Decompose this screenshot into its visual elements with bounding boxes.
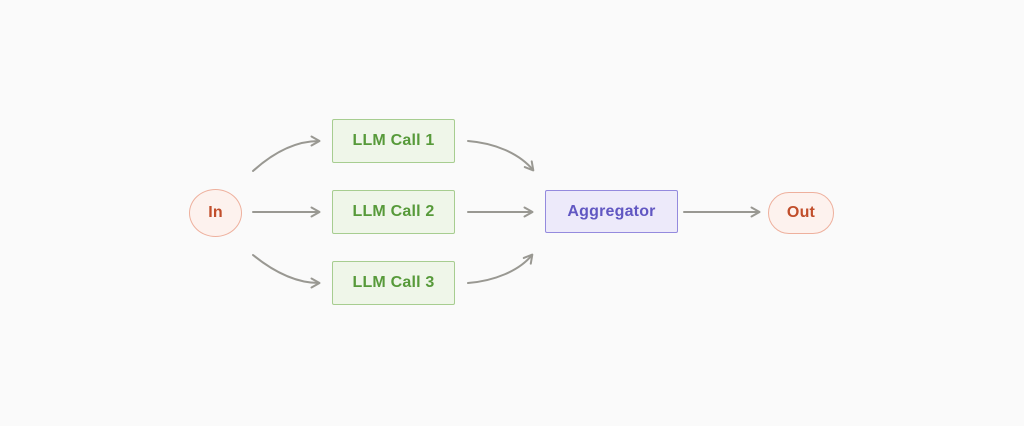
edge-llm-call-1-to-aggregator (467, 140, 535, 172)
edge-in-to-llm-call-1 (252, 135, 321, 172)
node-llm-call-3: LLM Call 3 (332, 261, 455, 305)
node-out: Out (768, 192, 834, 234)
node-llm-call-2-label: LLM Call 2 (352, 203, 435, 220)
node-llm-call-2: LLM Call 2 (332, 190, 455, 234)
node-llm-call-3-label: LLM Call 3 (352, 274, 435, 291)
node-llm-call-1: LLM Call 1 (332, 119, 455, 163)
node-aggregator: Aggregator (545, 190, 678, 233)
node-in: In (189, 189, 242, 237)
node-out-label: Out (786, 204, 816, 221)
node-aggregator-label: Aggregator (567, 202, 656, 220)
node-llm-call-1-label: LLM Call 1 (352, 132, 435, 149)
edge-in-to-llm-call-3 (252, 254, 321, 289)
edge-llm-call-3-to-aggregator (467, 253, 534, 284)
node-in-label: In (208, 204, 223, 221)
